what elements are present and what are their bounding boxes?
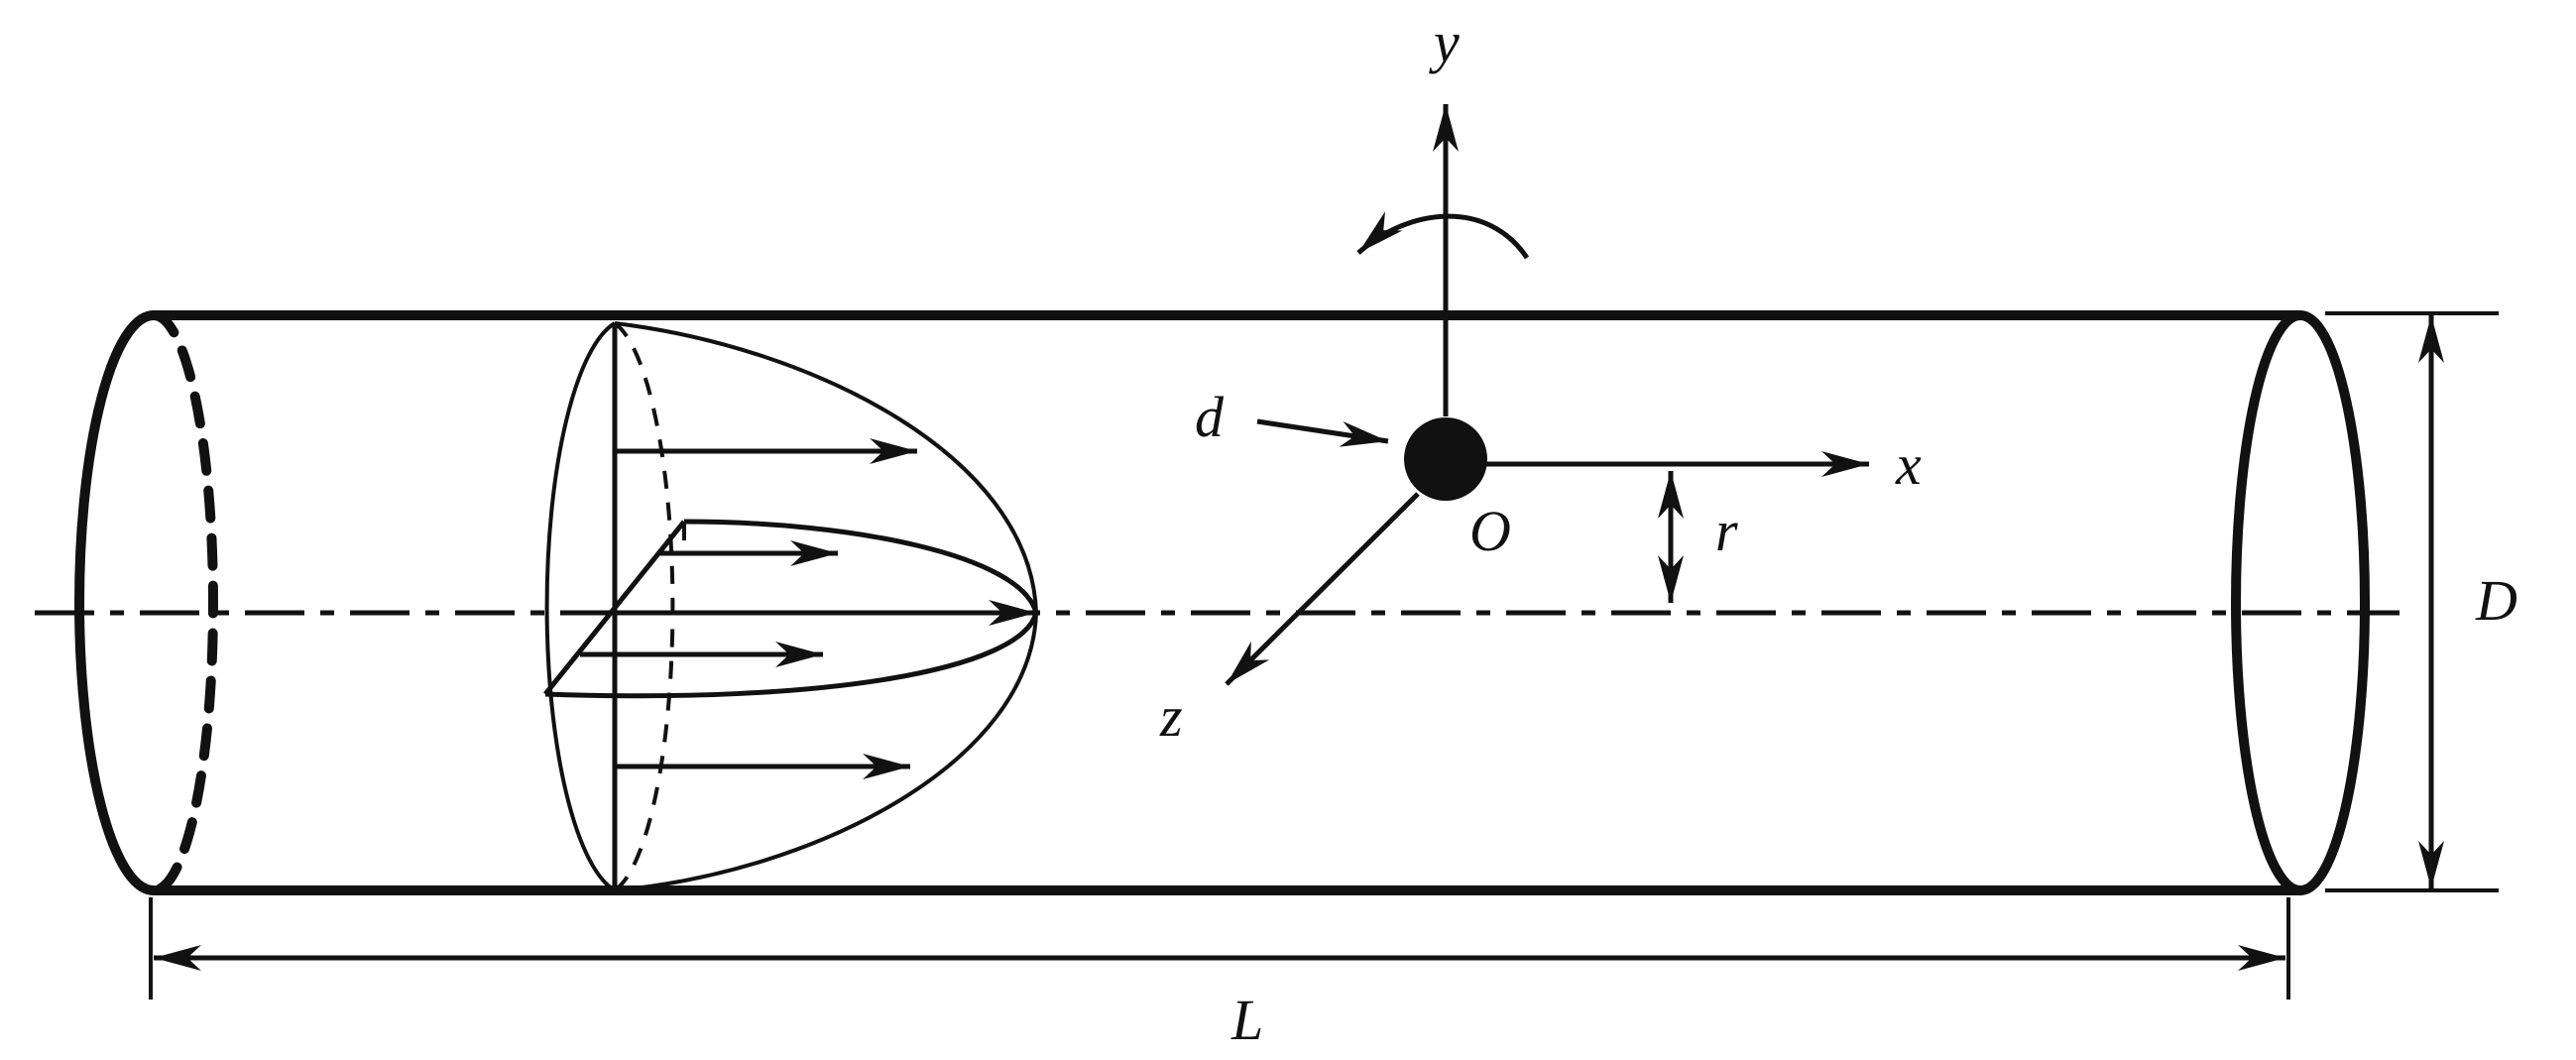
radial-distance-label: r xyxy=(1715,499,1738,563)
pipe-left-end-front xyxy=(74,310,159,895)
y-axis-label: y xyxy=(1429,10,1460,74)
origin-label: O xyxy=(1469,499,1511,563)
pipe xyxy=(74,310,2370,895)
length-dimension xyxy=(149,897,2290,1000)
rotation-arrow xyxy=(1356,211,1530,260)
particle-diameter-pointer xyxy=(1256,418,1389,447)
coordinate-system xyxy=(1225,104,1869,686)
z-axis-label: z xyxy=(1159,684,1183,749)
cross-section-back xyxy=(613,321,675,892)
parabolic-profile-horizontal xyxy=(544,519,1039,699)
cross-section-front xyxy=(544,321,617,892)
pipe-left-end-back xyxy=(149,310,218,895)
velocity-profile xyxy=(543,321,1039,892)
diameter-dimension xyxy=(2325,311,2499,892)
z-axis xyxy=(1225,492,1420,686)
pipe-length-label: L xyxy=(1230,988,1263,1052)
parabolic-profile-vertical xyxy=(614,321,1039,892)
pipe-right-end xyxy=(2231,310,2370,895)
pipe-diameter-label: D xyxy=(2475,568,2517,633)
particle xyxy=(1404,417,1487,501)
x-axis-label: x xyxy=(1895,432,1922,497)
profile-horizontal-diameter xyxy=(543,520,686,696)
particle-diameter-label: d xyxy=(1195,385,1225,449)
